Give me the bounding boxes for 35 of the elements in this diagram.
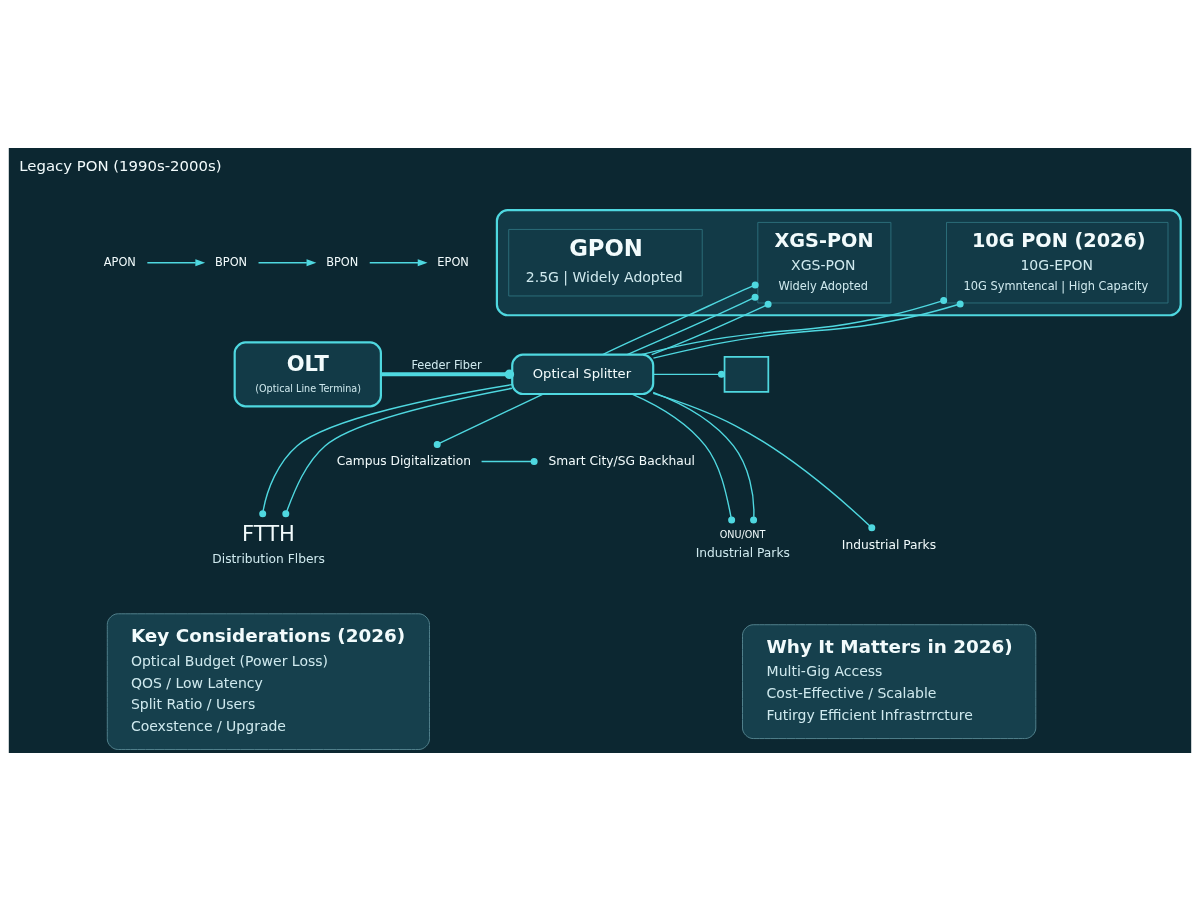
- connector: [652, 391, 758, 523]
- node-text: EPON: [437, 254, 469, 269]
- arrow: [146, 258, 206, 266]
- connector: [480, 457, 538, 465]
- connector: [652, 370, 725, 378]
- node-box: OLT (Optical Line Termina): [233, 340, 382, 407]
- connector: [626, 293, 759, 355]
- node-text: BPON: [326, 254, 359, 269]
- node-text: FTTH Distribution Flbers: [212, 520, 325, 566]
- node-text: Smart City/SG Backhaul: [548, 453, 695, 468]
- connector: [651, 300, 772, 355]
- connector: [602, 280, 759, 355]
- node-text: APON: [103, 254, 136, 269]
- cluster: [495, 208, 1182, 316]
- arrow: [369, 258, 428, 266]
- node-box: Why It Matters in 2026) Multi-Gig Access Cost-Effective / Scalable Futirgy Efficient Infrastrrcture: [742, 623, 1037, 739]
- node-box: XGS-PON XGS-PON Widely Adopted: [757, 221, 892, 303]
- connector: [640, 296, 948, 355]
- connector: [652, 299, 964, 359]
- connector: [433, 392, 544, 448]
- node-text: Industrial Parks: [841, 537, 937, 552]
- node-text: ONU/ONT Industrial Parks: [695, 528, 790, 560]
- node-box: Key Considerations (2026) Optical Budget (Power Loss) QOS / Low Latency Split Ratio / Users Coexstence / Upgrade: [106, 612, 430, 750]
- arrow: [257, 258, 317, 266]
- node-text: BPON: [214, 254, 248, 269]
- connector: [381, 369, 515, 379]
- node-text: Campus Digitalization: [336, 453, 472, 468]
- label: Legacy PON (1990s-2000s): [19, 156, 222, 175]
- node-box: GPON 2.5G | Widely Adopted: [508, 228, 703, 296]
- node-box: [723, 355, 770, 393]
- node-box: Optical Splitter: [511, 353, 655, 395]
- edge-label: Feeder Fiber: [411, 357, 482, 372]
- connector: [652, 392, 876, 531]
- connector: [631, 392, 736, 523]
- node-box: 10G PON (2026) 10G-EPON 10G Symntencal | High Capacity: [946, 221, 1169, 303]
